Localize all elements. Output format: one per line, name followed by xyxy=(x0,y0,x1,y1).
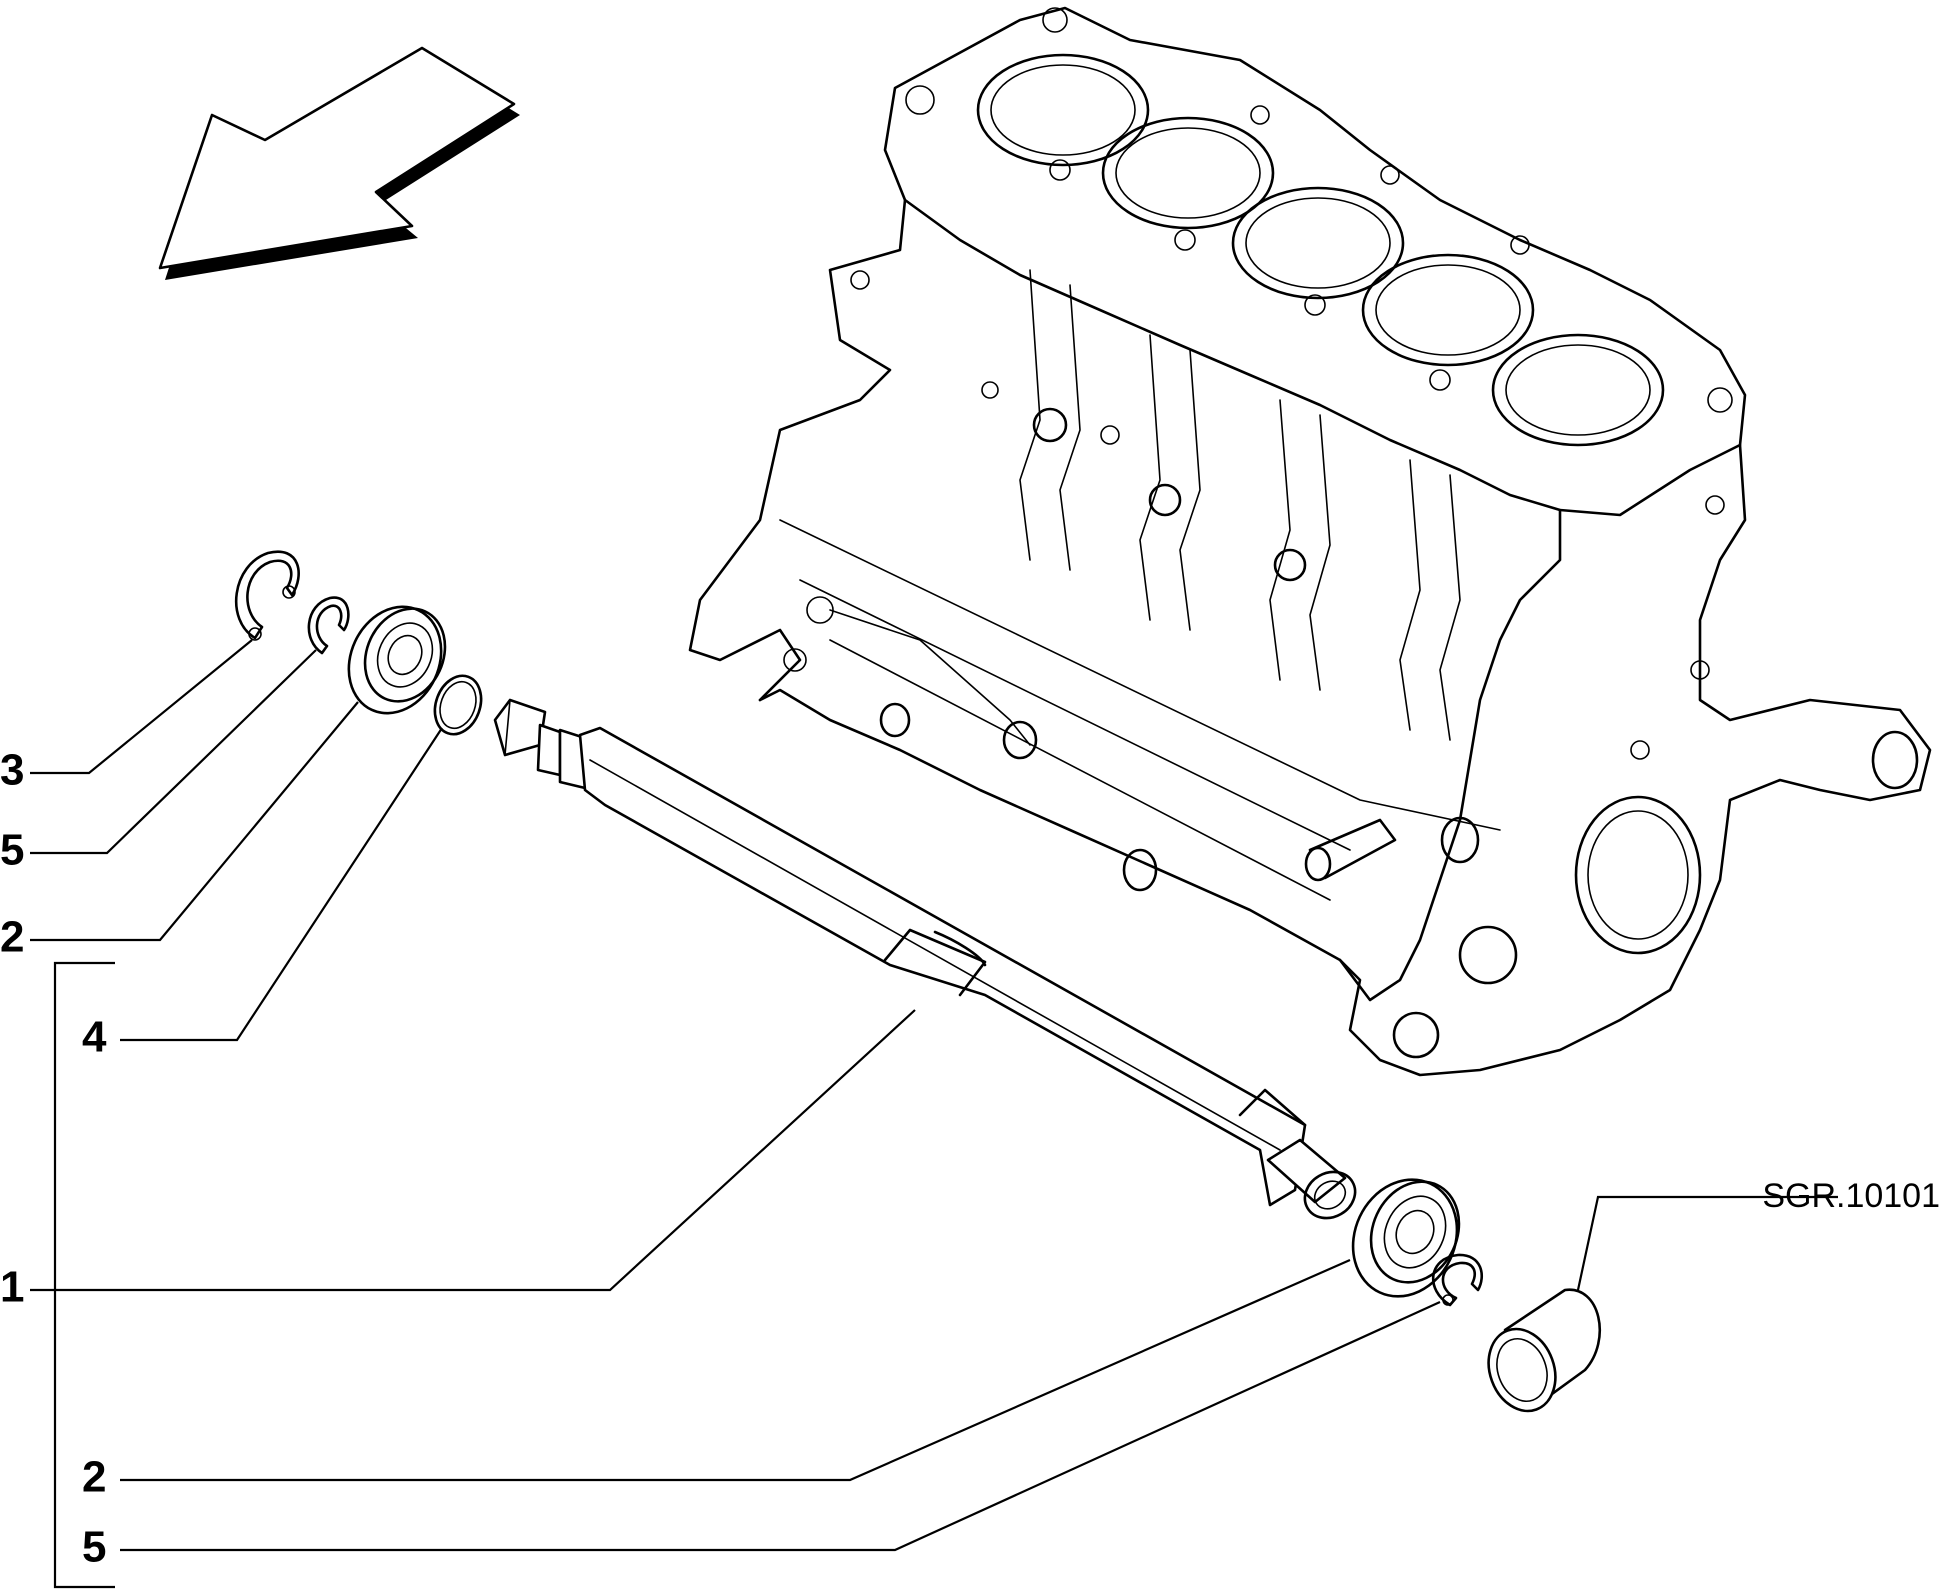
callout-number-4: 4 xyxy=(82,1013,107,1062)
callout-number-5: 5 xyxy=(82,1523,106,1572)
callout-number-2: 2 xyxy=(82,1453,106,1502)
callout-number-2: 2 xyxy=(0,913,24,962)
leader-lines xyxy=(30,639,1838,1589)
snap-ring-icon xyxy=(1432,1253,1483,1307)
engine-block-icon xyxy=(688,6,1932,1077)
callout-number-1: 1 xyxy=(0,1263,24,1312)
callout-number-3: 3 xyxy=(0,746,24,795)
callout-number-5: 5 xyxy=(0,826,24,875)
cap-plug-icon xyxy=(1487,1288,1601,1413)
ball-bearing-icon xyxy=(1351,1178,1461,1298)
reference-code: SGR.10101 xyxy=(1762,1177,1940,1215)
ball-bearing-icon xyxy=(347,605,447,715)
o-ring-icon xyxy=(433,674,483,736)
snap-ring-icon xyxy=(234,550,300,641)
direction-arrow-icon xyxy=(158,46,520,280)
balance-shaft-icon xyxy=(493,698,1357,1220)
snap-ring-icon xyxy=(307,596,350,655)
